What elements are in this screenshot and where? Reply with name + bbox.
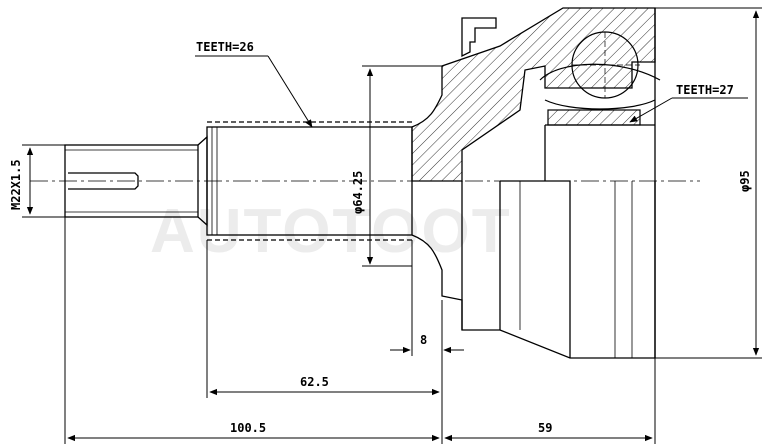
dim-outer-diameter [655,7,762,359]
dim-shaft-length [206,240,443,398]
label-shaft-diameter: φ64.25 [351,171,365,214]
boot-clamp [461,17,497,58]
threaded-stub [64,135,208,227]
label-teeth-27: TEETH=27 [676,83,734,97]
label-flange: 8 [420,333,427,347]
label-total-length: 100.5 [230,421,266,435]
housing-section-top [411,7,656,182]
dim-shaft-diameter [362,65,442,267]
leader-teeth-26-arrow [267,55,313,128]
leader-teeth-27-arrow [629,97,673,123]
watermark: AUTOTOOT [150,197,512,266]
label-outer-diameter: φ95 [738,170,752,192]
label-teeth-26: TEETH=26 [196,40,254,54]
inner-race [539,31,661,126]
dim-flange [390,240,464,356]
dim-total-length [64,217,443,444]
label-shaft-length: 62.5 [300,375,329,389]
dim-housing-length [444,358,656,444]
housing-section-bottom [411,181,656,359]
label-thread: M22X1.5 [9,159,23,210]
dim-thread [22,144,65,218]
label-housing-length: 59 [538,421,552,435]
